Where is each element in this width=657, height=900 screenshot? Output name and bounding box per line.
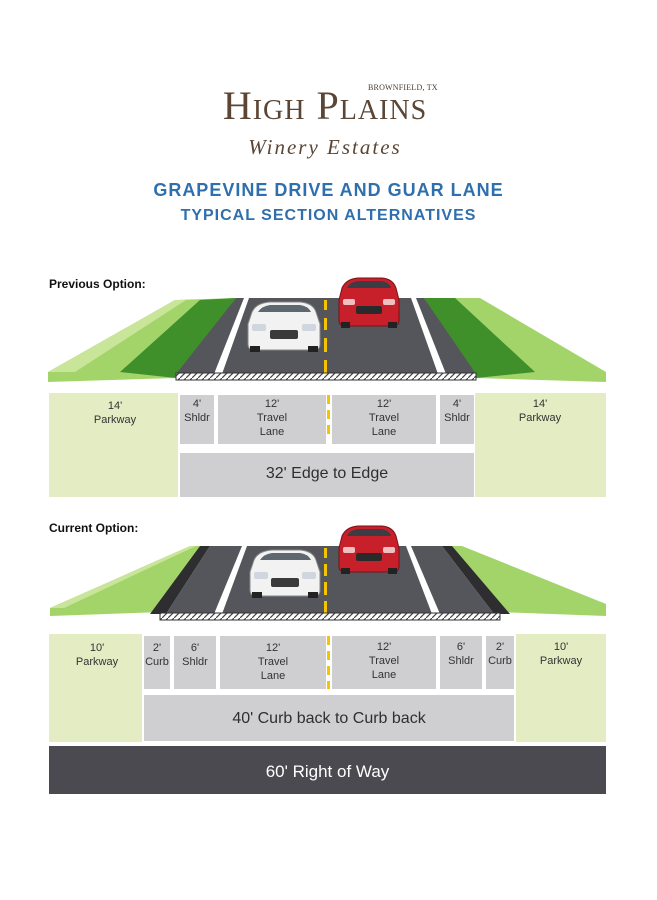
current-lane-right: 12' Travel Lane	[368, 641, 400, 681]
current-road-perspective	[50, 525, 606, 621]
current-pavement	[166, 546, 494, 614]
current-section-hatch	[159, 612, 501, 621]
red-car-icon	[338, 277, 400, 328]
previous-shoulder-right: 4' Shldr	[444, 398, 470, 424]
white-car-icon	[247, 301, 321, 352]
current-curb-left: 2' Curb	[145, 642, 169, 668]
current-total-band	[144, 695, 514, 741]
previous-section-hatch	[175, 372, 477, 381]
current-parkway-left: 10' Parkway	[75, 642, 119, 668]
previous-parkway-left: 14' Parkway	[93, 400, 137, 426]
current-curb-right: 2' Curb	[488, 641, 512, 667]
previous-lane-right: 12' Travel Lane	[368, 398, 400, 438]
current-total-label: 40' Curb back to Curb back	[232, 710, 426, 727]
current-parkway-right: 10' Parkway	[539, 641, 583, 667]
row-label: 60' Right of Way	[265, 762, 390, 781]
current-shoulder-right: 6' Shldr	[448, 641, 474, 667]
current-center-line	[324, 548, 327, 613]
previous-total-label: 32' Edge to Edge	[265, 465, 389, 482]
diagram-title: GRAPEVINE DRIVE AND GUAR LANE	[153, 180, 504, 200]
previous-total-band	[180, 453, 474, 497]
logo-name: High Plains	[222, 83, 428, 128]
logo-tagline: Winery Estates	[248, 135, 402, 159]
previous-option-label: Previous Option:	[49, 277, 146, 291]
logo-location: BROWNFIELD, TX	[368, 83, 438, 92]
current-shoulder-left: 6' Shldr	[182, 642, 208, 668]
current-lane-left: 12' Travel Lane	[257, 642, 289, 682]
previous-parkway-right: 14' Parkway	[518, 398, 562, 424]
previous-left-grass-dark	[120, 298, 236, 378]
previous-section-table	[49, 393, 606, 497]
white-car-icon	[249, 549, 321, 598]
row-band	[49, 746, 606, 794]
previous-road-perspective	[48, 277, 606, 382]
current-section-table	[49, 634, 606, 794]
current-left-curb	[150, 546, 210, 614]
red-car-icon	[338, 525, 400, 574]
previous-center-line	[324, 300, 327, 374]
diagram-subtitle: TYPICAL SECTION ALTERNATIVES	[180, 207, 477, 224]
current-right-curb	[442, 546, 510, 614]
previous-lane-left: 12' Travel Lane	[256, 398, 288, 438]
previous-right-grass-dark	[424, 298, 535, 378]
current-option-label: Current Option:	[49, 521, 139, 535]
previous-shoulder-left: 4' Shldr	[184, 398, 210, 424]
